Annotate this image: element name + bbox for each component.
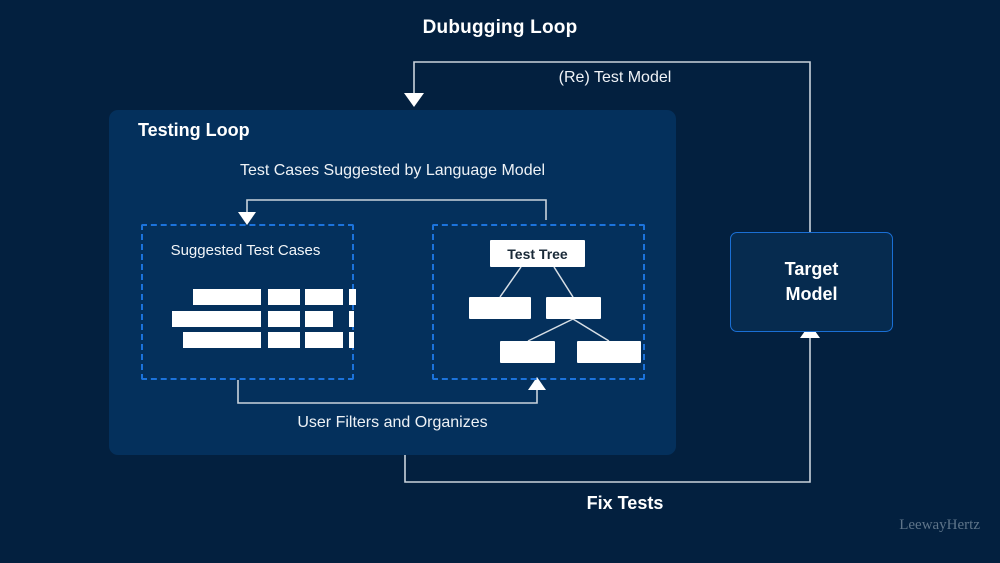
page-title: Dubugging Loop <box>422 17 578 38</box>
test-case-bar <box>349 332 354 348</box>
target-model-line1: Target <box>784 259 839 279</box>
test-tree-box[interactable] <box>432 224 645 380</box>
test-case-bar <box>349 289 356 305</box>
test-tree-node-child-right[interactable] <box>546 297 601 319</box>
test-tree-root-node[interactable]: Test Tree <box>490 240 585 267</box>
test-case-bar <box>183 332 261 348</box>
test-tree-node-grandchild-left[interactable] <box>500 341 555 363</box>
test-tree-node-grandchild-right[interactable] <box>577 341 641 363</box>
test-case-bar <box>349 311 354 327</box>
arrowhead-down-panel <box>404 93 424 107</box>
test-case-bar <box>305 289 343 305</box>
target-model-line2: Model <box>785 284 838 304</box>
test-case-bar <box>305 332 343 348</box>
watermark: LeewayHertz <box>899 517 980 533</box>
target-model-box[interactable]: Target Model <box>730 232 893 332</box>
test-case-bar <box>305 311 333 327</box>
user-filters-label: User Filters and Organizes <box>297 414 488 431</box>
fix-tests-label: Fix Tests <box>586 493 664 513</box>
retest-model-label: (Re) Test Model <box>558 69 672 86</box>
suggested-by-lm-label: Test Cases Suggested by Language Model <box>239 162 546 179</box>
test-case-bar <box>268 289 300 305</box>
testing-loop-title: Testing Loop <box>138 120 250 140</box>
test-case-bar <box>172 311 261 327</box>
test-case-bar <box>268 311 300 327</box>
test-case-bar <box>268 332 300 348</box>
test-tree-node-child-left[interactable] <box>469 297 531 319</box>
suggested-test-cases-heading: Suggested Test Cases <box>170 242 321 259</box>
test-case-bar <box>193 289 261 305</box>
